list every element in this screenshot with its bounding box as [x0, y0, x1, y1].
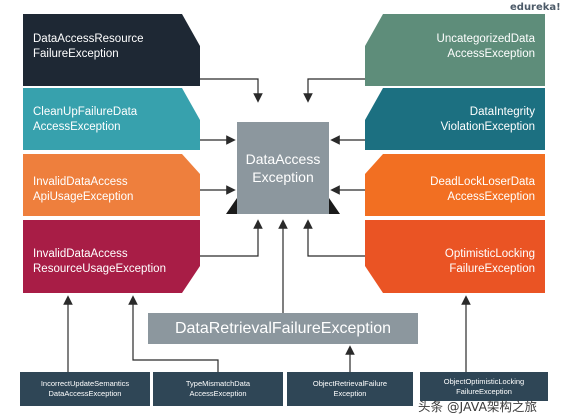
connector-left-4 [200, 219, 263, 257]
center-shadow-left [226, 198, 237, 214]
data-retrieval-failure-exception: DataRetrievalFailureException [148, 313, 418, 344]
connector-bottom-2 [128, 295, 219, 372]
bottom-box-2-line1: TypeMismatchData [185, 379, 251, 388]
left-box-data-access-resource-failure: DataAccessResource FailureException [23, 14, 200, 86]
bottom-box-3-line1: ObjectRetrievalFailure [312, 379, 388, 388]
left-box-cleanup-failure-data-access: CleanUpFailureData AccessException [23, 88, 200, 150]
bottom-box-3-line2: Exception [333, 389, 367, 398]
right-box-3-line1: DeadLockLoserData [430, 176, 535, 188]
right-box-1-line2: AccessException [447, 48, 535, 60]
left-box-1-shape [23, 14, 200, 86]
bottom-box-1-line1: IncorrectUpdateSemantics [40, 379, 130, 388]
right-box-optimistic-locking-failure: OptimisticLocking FailureException [365, 220, 545, 293]
left-box-2-shape [23, 88, 200, 150]
watermark-text: 头条 @JAVA架构之旅 [418, 399, 537, 414]
left-box-invalid-resource-usage: InvalidDataAccess ResourceUsageException [23, 220, 200, 293]
right-box-4-shape [365, 220, 545, 293]
center-line2: Exception [252, 169, 314, 185]
brand-logo: edureka! [510, 2, 561, 13]
left-box-4-line2: ResourceUsageException [33, 263, 166, 275]
left-box-2-line2: AccessException [33, 121, 121, 133]
right-box-2-shape [365, 88, 545, 150]
left-box-invalid-api-usage: InvalidDataAccess ApiUsageException [23, 154, 200, 216]
left-box-4-shape [23, 220, 200, 293]
right-box-data-integrity-violation: DataIntegrity ViolationException [365, 88, 545, 150]
right-box-4-line2: FailureException [449, 263, 535, 275]
left-box-1-line2: FailureException [33, 48, 119, 60]
right-box-2-line2: ViolationException [440, 121, 535, 133]
bottom-box-1-line2: DataAccessException [48, 389, 122, 398]
center-line1: DataAccess [245, 151, 321, 167]
right-box-deadlock-loser-data-access: DeadLockLoserData AccessException [365, 154, 545, 216]
connector-right-1 [303, 78, 365, 103]
bottom-box-4-line1: ObjectOptimisticLocking [443, 377, 525, 386]
bottom-box-incorrect-update-semantics: IncorrectUpdateSemantics DataAccessExcep… [20, 372, 150, 406]
left-box-4-line1: InvalidDataAccess [33, 248, 128, 260]
right-box-1-line1: UncategorizedData [436, 33, 535, 45]
right-box-3-line2: AccessException [447, 191, 535, 203]
bottom-box-4-line2: FailureException [456, 387, 512, 396]
right-box-2-line1: DataIntegrity [469, 106, 535, 118]
right-box-3-shape [365, 154, 545, 216]
connector-left-1 [200, 78, 263, 103]
center-shadow-right [329, 198, 340, 214]
bottom-box-type-mismatch: TypeMismatchData AccessException [153, 372, 283, 406]
right-box-4-line1: OptimisticLocking [444, 248, 535, 260]
connector-right-4 [303, 219, 365, 257]
right-box-uncategorized-data-access: UncategorizedData AccessException [365, 14, 545, 86]
center-data-access-exception: DataAccess Exception [237, 122, 329, 214]
left-box-2-line1: CleanUpFailureData [33, 106, 138, 118]
left-box-3-shape [23, 154, 200, 216]
left-box-3-line1: InvalidDataAccess [33, 176, 128, 188]
right-box-1-shape [365, 14, 545, 86]
bottom-box-2-line2: AccessException [189, 389, 247, 398]
left-box-1-line1: DataAccessResource [33, 33, 144, 45]
bottom-box-object-retrieval-failure: ObjectRetrievalFailure Exception [287, 372, 413, 406]
bottom-box-object-optimistic-locking: ObjectOptimisticLocking FailureException [420, 372, 548, 401]
left-box-3-line2: ApiUsageException [33, 191, 134, 203]
